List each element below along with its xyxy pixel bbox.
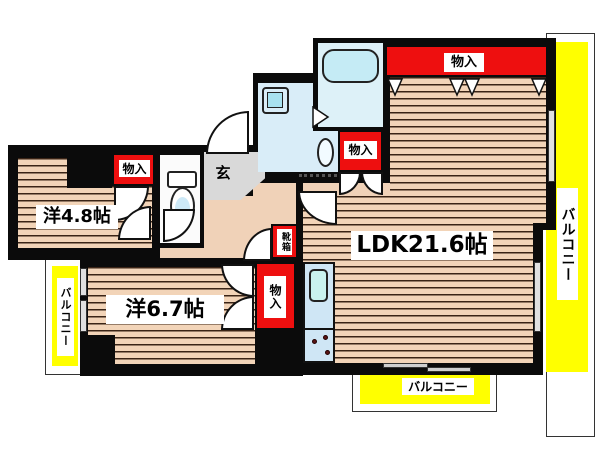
window-right-upper bbox=[548, 110, 555, 182]
washbasin bbox=[317, 138, 334, 167]
west48-wall-mass bbox=[67, 155, 112, 188]
shoe-box-label: 靴箱 bbox=[277, 229, 292, 255]
bath-door-marker bbox=[312, 106, 330, 129]
hallway-toilet-side bbox=[160, 248, 204, 258]
stove-burner bbox=[325, 350, 330, 355]
washroom-sliding-door-track bbox=[299, 174, 337, 177]
washing-machine bbox=[267, 92, 283, 108]
ldk-floor-upper bbox=[390, 77, 546, 223]
west67-room-label: 洋6.7帖 bbox=[106, 295, 224, 324]
wall-washroom-bottom bbox=[253, 170, 338, 183]
window-west67-upper bbox=[80, 268, 87, 296]
front-door-swing bbox=[206, 111, 249, 154]
west67-wall-mass bbox=[88, 335, 115, 364]
left-balcony-label: バルコニー bbox=[57, 278, 74, 356]
entrance-label: 玄 bbox=[215, 163, 231, 182]
ldk-floor-main bbox=[303, 196, 533, 363]
hanger-pipe-marks bbox=[386, 78, 548, 97]
west48-closet-strip bbox=[23, 158, 67, 188]
right-balcony-label: バルコニー bbox=[557, 188, 578, 300]
washroom-closet-label: 物入 bbox=[344, 141, 377, 159]
west48-room-label: 洋4.8帖 bbox=[36, 205, 118, 229]
ldk-room-label: LDK21.6帖 bbox=[351, 231, 493, 260]
stove-burner bbox=[323, 335, 328, 340]
toilet-tank bbox=[167, 171, 197, 188]
west67-closet-label: 物入 bbox=[264, 276, 286, 318]
stove-burner bbox=[312, 339, 317, 344]
balcony-sliding-door-right-panel bbox=[427, 367, 471, 372]
window-right-lower bbox=[534, 262, 541, 332]
window-west67-lower bbox=[80, 300, 87, 332]
kitchen-divider bbox=[303, 328, 335, 330]
west48-closet-label: 物入 bbox=[119, 160, 150, 177]
kitchen-sink bbox=[309, 269, 328, 302]
wall-toilet-bottom bbox=[158, 241, 204, 249]
bathtub bbox=[322, 49, 379, 83]
ldk-closet-banner-label: 物入 bbox=[444, 53, 484, 72]
bottom-balcony-label: バルコニー bbox=[402, 378, 474, 395]
balcony-sliding-door-left-panel bbox=[383, 363, 428, 368]
